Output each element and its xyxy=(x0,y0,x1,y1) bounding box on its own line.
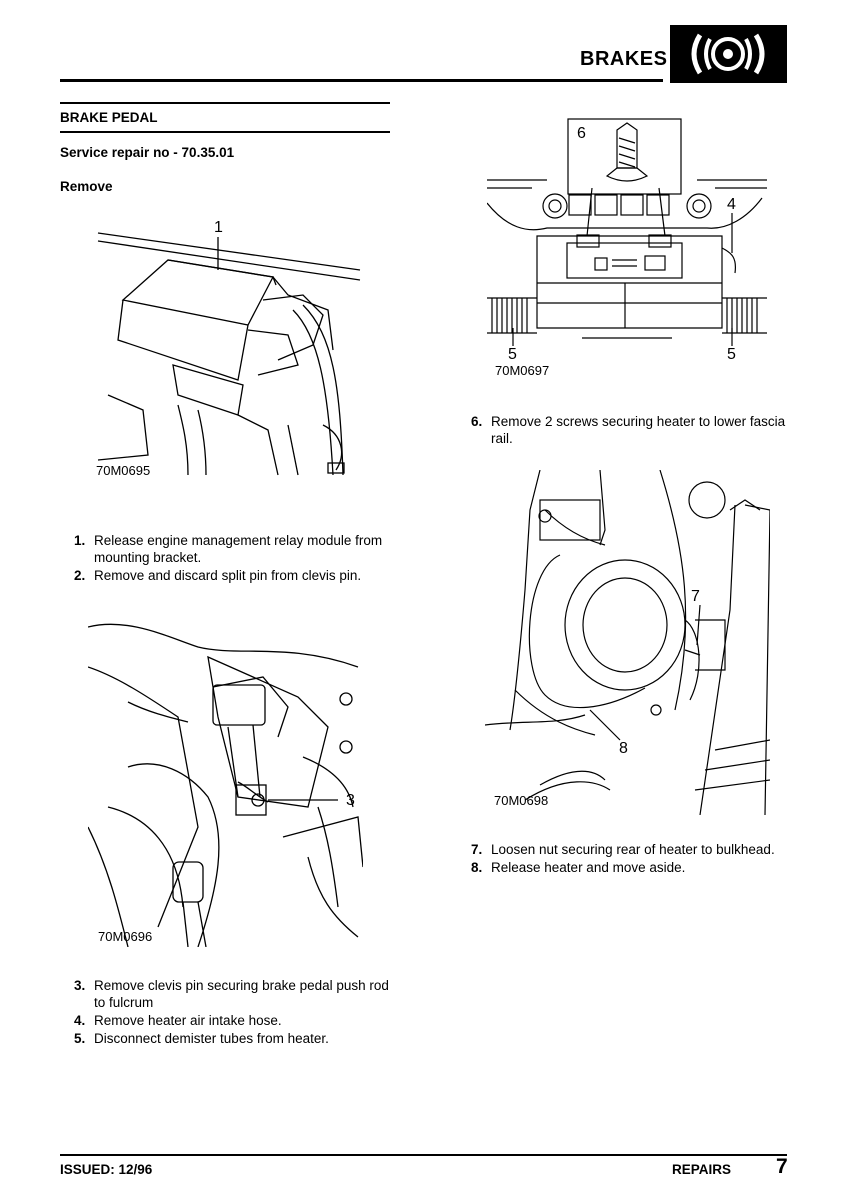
step-item: 2.Remove and discard split pin from clev… xyxy=(74,568,362,583)
figure-heater-release: 7 8 70M0698 xyxy=(485,470,770,815)
figure-relay-module: 1 70M0695 xyxy=(88,215,363,485)
callout-3: 3 xyxy=(346,792,355,809)
callout-7: 7 xyxy=(691,588,700,605)
figure-heater-screws: 6 4 5 5 70M0697 xyxy=(487,118,767,388)
callout-1: 1 xyxy=(214,219,223,236)
section-rule-bottom xyxy=(60,131,390,133)
page-number: 7 xyxy=(776,1155,788,1178)
footer-rule xyxy=(60,1154,787,1156)
figure-code: 70M0695 xyxy=(96,463,151,478)
step-item: 4.Remove heater air intake hose. xyxy=(74,1013,282,1028)
callout-5-left: 5 xyxy=(508,346,517,363)
callout-8: 8 xyxy=(619,740,628,757)
service-repair-number: Service repair no - 70.35.01 xyxy=(60,145,235,160)
figure-code: 70M0696 xyxy=(98,929,153,944)
step-item: 6.Remove 2 screws securing heater to low… xyxy=(471,414,786,446)
step-item: 5.Disconnect demister tubes from heater. xyxy=(74,1031,329,1046)
step-item: 7.Loosen nut securing rear of heater to … xyxy=(471,842,775,857)
brake-disc-icon xyxy=(670,25,787,83)
steps-list-b: 3.Remove clevis pin securing brake pedal… xyxy=(60,977,390,1048)
step-item: 1.Release engine management relay module… xyxy=(74,533,383,565)
footer-section: REPAIRS xyxy=(672,1162,732,1177)
steps-list-a: 1.Release engine management relay module… xyxy=(60,532,390,585)
figure-code: 70M0698 xyxy=(494,793,549,808)
callout-4: 4 xyxy=(727,196,736,213)
issue-date: ISSUED: 12/96 xyxy=(60,1162,153,1177)
steps-list-d: 7.Loosen nut securing rear of heater to … xyxy=(457,841,787,877)
subheading-remove: Remove xyxy=(60,179,113,194)
header-rule xyxy=(60,79,663,82)
step-item: 3.Remove clevis pin securing brake pedal… xyxy=(74,978,389,1010)
section-rule-top xyxy=(60,102,390,104)
callout-6: 6 xyxy=(577,125,586,142)
section-heading: BRAKE PEDAL xyxy=(60,110,158,125)
steps-list-c: 6.Remove 2 screws securing heater to low… xyxy=(457,413,787,448)
step-item: 8.Release heater and move aside. xyxy=(471,860,686,875)
callout-5-right: 5 xyxy=(727,346,736,363)
section-title: BRAKES xyxy=(580,48,668,70)
figure-clevis-pin: 3 70M0696 xyxy=(88,607,363,947)
figure-code: 70M0697 xyxy=(495,363,550,378)
